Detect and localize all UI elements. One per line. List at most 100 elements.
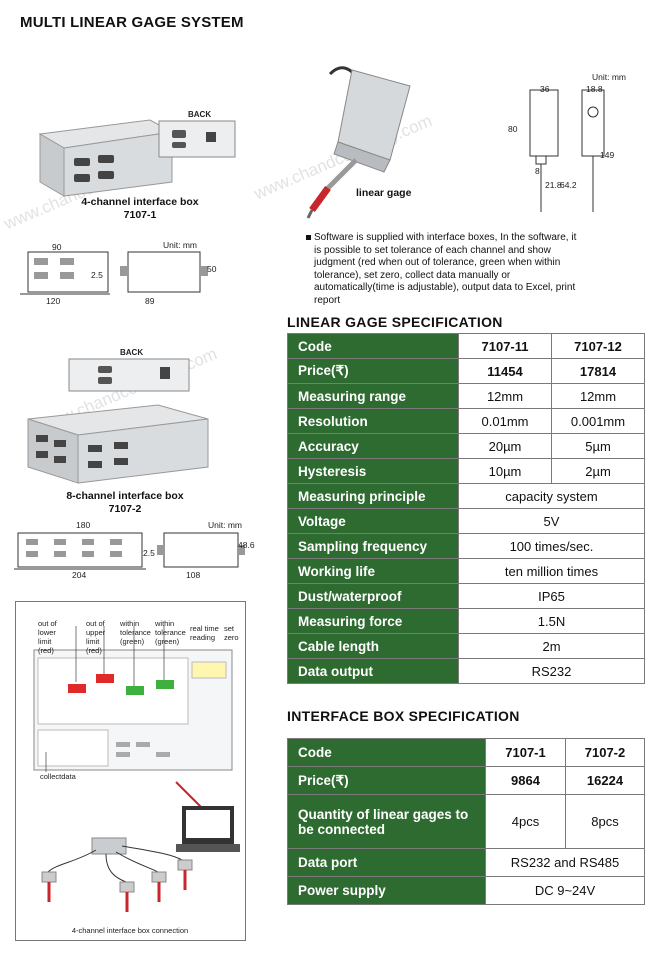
spec-value: 100 times/sec.: [458, 533, 645, 559]
back-label: BACK: [188, 110, 212, 119]
spec-label: Code: [287, 738, 486, 767]
dim-label: 2.5: [143, 548, 155, 558]
dim-label: 89: [145, 296, 155, 306]
spec-value: 7107-11: [458, 333, 552, 359]
page-title: MULTI LINEAR GAGE SYSTEM: [20, 14, 244, 31]
dim-label: 50: [207, 264, 217, 274]
dim-label: 108: [186, 570, 201, 580]
unit-label: Unit: mm: [208, 520, 242, 530]
spec-value: RS232 and RS485: [485, 848, 645, 877]
dim-label: 64.2: [560, 180, 577, 190]
8-channel-caption: 8-channel interface box: [66, 490, 184, 502]
spec-value: 17814: [551, 358, 645, 384]
spec-label: Resolution: [287, 408, 459, 434]
dim-label: 180: [76, 520, 91, 530]
spec-value: 12mm: [551, 383, 645, 409]
dim-label: 149: [600, 150, 615, 160]
dim-label: 120: [46, 296, 61, 306]
8-channel-drawing: [14, 532, 245, 570]
dim-label: 90: [52, 242, 62, 252]
interface-spec-title: INTERFACE BOX SPECIFICATION: [287, 708, 520, 724]
spec-label: Price(₹): [287, 766, 486, 795]
spec-label: Sampling frequency: [287, 533, 459, 559]
software-note-text: Software is supplied with interface boxe…: [314, 232, 577, 306]
spec-label: Working life: [287, 558, 459, 584]
spec-value: 12mm: [458, 383, 552, 409]
annotation: within tolerance (green): [155, 619, 186, 646]
table-row: Quantity of linear gages to be connected…: [287, 794, 645, 849]
spec-label: Cable length: [287, 633, 459, 659]
spec-label: Voltage: [287, 508, 459, 534]
spec-value: 9864: [485, 766, 566, 795]
dim-label: 204: [72, 570, 87, 580]
spec-label: Data output: [287, 658, 459, 684]
spec-label: Code: [287, 333, 459, 359]
8-channel-back-image: [68, 358, 190, 392]
bullet-icon: [306, 235, 311, 240]
spec-value: capacity system: [458, 483, 645, 509]
connection-caption: 4-channel interface box connection: [71, 926, 189, 935]
dim-label: 18.8: [586, 84, 603, 94]
spec-label: Dust/waterproof: [287, 583, 459, 609]
dim-label: 36: [540, 84, 550, 94]
linear-gage-image: [306, 66, 411, 219]
spec-value: ten million times: [458, 558, 645, 584]
software-connection-panel: [15, 601, 246, 941]
spec-value: 7107-12: [551, 333, 645, 359]
4-channel-drawing: [20, 251, 208, 295]
annotation: set zero: [224, 624, 239, 642]
spec-value: IP65: [458, 583, 645, 609]
spec-value: 20µm: [458, 433, 552, 459]
spec-value: 2µm: [551, 458, 645, 484]
collect-data-label: collectdata: [40, 772, 76, 781]
spec-label: Measuring force: [287, 608, 459, 634]
linear-gage-caption: linear gage: [356, 187, 412, 199]
dim-label: 8: [535, 166, 540, 176]
spec-value: 11454: [458, 358, 552, 384]
annotation: out of lower limit (red): [38, 619, 57, 655]
dim-label: 80: [508, 124, 518, 134]
annotation: real time reading: [190, 624, 219, 642]
8-channel-box-image: [27, 404, 209, 484]
spec-label: Data port: [287, 848, 486, 877]
spec-value: 1.5N: [458, 608, 645, 634]
spec-value: DC 9~24V: [485, 876, 645, 905]
dim-label: 2.5: [91, 270, 103, 280]
8-channel-model: 7107-2: [108, 503, 142, 515]
annotation: out of upper limit (red): [86, 619, 106, 655]
4-channel-model: 7107-1: [123, 209, 157, 221]
linear-gage-drawing: [529, 89, 605, 212]
unit-label: Unit: mm: [163, 240, 197, 250]
dim-label: 48.6: [238, 540, 255, 550]
annotation: within tolerance (green): [120, 619, 151, 646]
spec-label: Measuring principle: [287, 483, 459, 509]
spec-label: Hysteresis: [287, 458, 459, 484]
spec-value: 7107-2: [565, 738, 645, 767]
spec-label: Quantity of linear gages to be connected: [287, 794, 486, 849]
spec-label: Power supply: [287, 876, 486, 905]
spec-value: 5µm: [551, 433, 645, 459]
spec-value: 4pcs: [485, 794, 566, 849]
spec-value: 0.01mm: [458, 408, 552, 434]
software-note: Software is supplied with interface boxe…: [306, 232, 582, 307]
spec-value: RS232: [458, 658, 645, 684]
4-channel-back-image: [158, 120, 236, 158]
spec-label: Price(₹): [287, 358, 459, 384]
spec-value: 0.001mm: [551, 408, 645, 434]
